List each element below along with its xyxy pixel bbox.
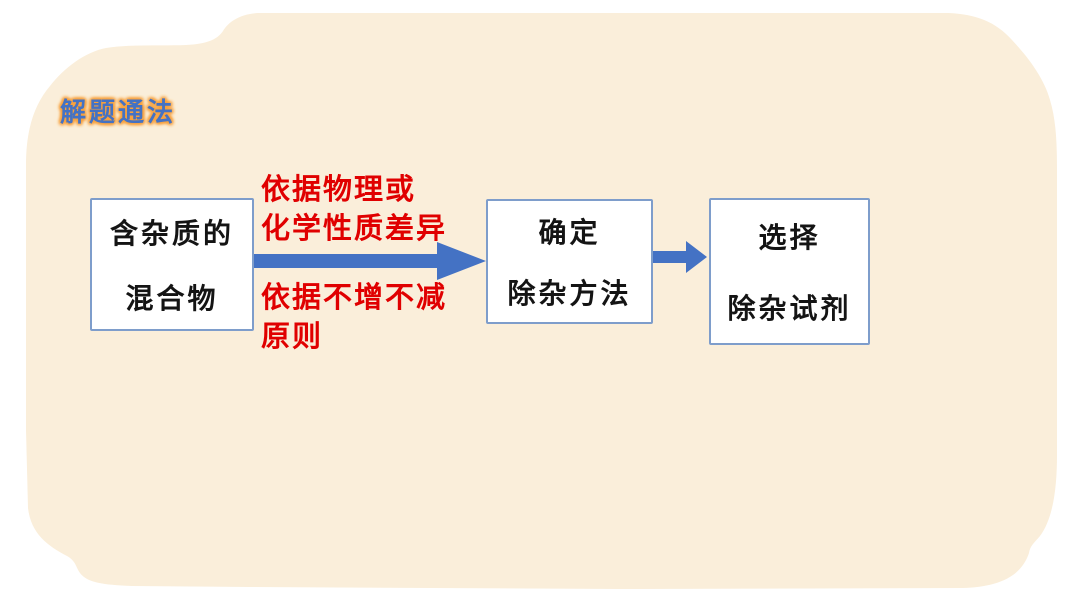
flow-box-line: 除杂方法 [507,276,632,310]
flow-arrow-1 [254,242,486,280]
flow-box-line: 确定 [538,216,601,250]
flow-box-select-reagent: 选择 除杂试剂 [709,198,870,345]
flow-arrow-1-shape [254,242,486,280]
annotation-line: 化学性质差异 [261,211,448,245]
arrow-annotation-principle: 依据不增不减 原则 [261,278,447,356]
page-title: 解题通法 [60,98,177,128]
flow-box-line: 选择 [758,220,821,254]
flow-box-line: 混合物 [125,281,219,315]
annotation-line: 原则 [261,319,324,353]
flow-box-mixture: 含杂质的 混合物 [90,198,254,331]
flow-arrow-2-shape [650,241,707,273]
flow-box-line: 含杂质的 [109,217,234,251]
flow-box-determine-method: 确定 除杂方法 [486,199,653,324]
flow-box-line: 除杂试剂 [727,292,852,326]
annotation-line: 依据不增不减 [261,280,448,314]
annotation-line: 依据物理或 [261,172,417,206]
arrow-annotation-basis-properties: 依据物理或 化学性质差异 [261,170,447,248]
flow-arrow-2 [650,241,707,273]
